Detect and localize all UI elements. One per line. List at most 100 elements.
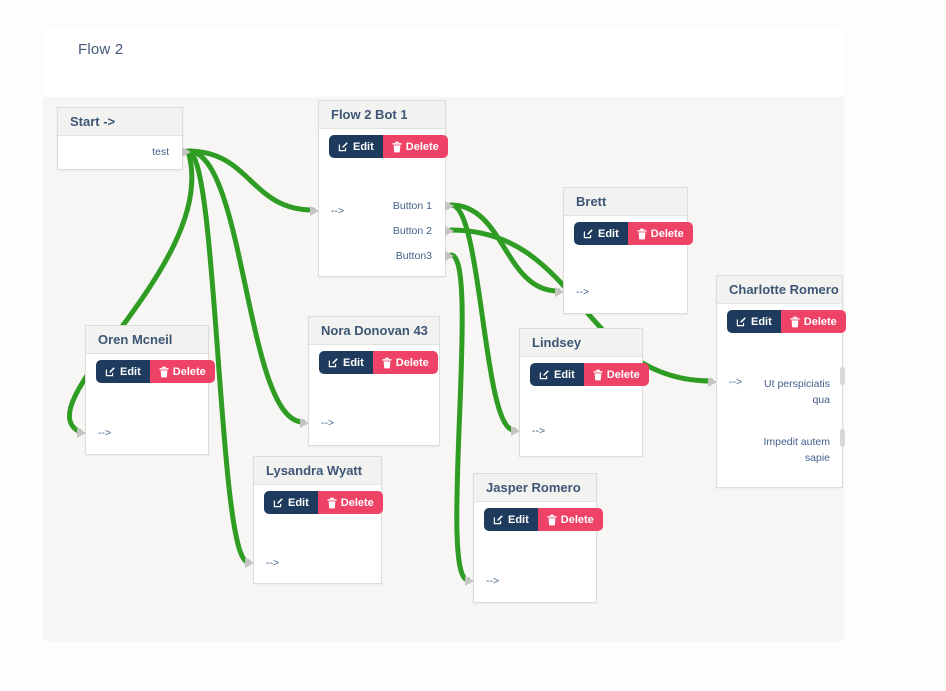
node-title: Flow 2 Bot 1 xyxy=(319,101,445,129)
node-actions: Edit Delete xyxy=(530,363,649,386)
output-port-label: Button3 xyxy=(395,250,432,262)
output-port-icon[interactable] xyxy=(445,226,454,236)
output-port-label: Button 1 xyxy=(392,200,432,212)
node-actions: Edit Delete xyxy=(264,491,383,514)
input-port-label: --> xyxy=(576,286,590,298)
input-port-label: --> xyxy=(98,427,112,439)
edge-start-nora[interactable] xyxy=(185,148,306,425)
edit-button-label: Edit xyxy=(353,140,374,153)
node-title: Brett xyxy=(564,188,687,216)
edit-button[interactable]: Edit xyxy=(319,351,373,374)
flow-title: Flow 2 xyxy=(78,41,124,58)
edit-pencil-icon xyxy=(273,498,283,508)
edit-button-label: Edit xyxy=(554,368,575,381)
edit-button-label: Edit xyxy=(343,356,364,369)
delete-button-label: Delete xyxy=(803,315,837,328)
node-actions: Edit Delete xyxy=(574,222,693,245)
edge-bot-lindsey[interactable] xyxy=(448,202,517,433)
input-port-label: --> xyxy=(266,557,280,569)
delete-button[interactable]: Delete xyxy=(317,491,383,514)
edit-button[interactable]: Edit xyxy=(530,363,584,386)
edit-pencil-icon xyxy=(583,229,593,239)
node-actions: Edit Delete xyxy=(727,310,846,333)
delete-button[interactable]: Delete xyxy=(382,135,448,158)
input-port-icon[interactable] xyxy=(300,418,309,428)
output-port-icon[interactable] xyxy=(445,251,454,261)
input-port-icon[interactable] xyxy=(245,558,254,568)
output-port-label: Impedit autem sapie xyxy=(763,436,830,464)
input-port-icon[interactable] xyxy=(465,576,474,586)
input-port-icon[interactable] xyxy=(77,428,86,438)
edit-button[interactable]: Edit xyxy=(329,135,383,158)
edit-button-label: Edit xyxy=(751,315,772,328)
edge-bot-jasper[interactable] xyxy=(448,252,471,583)
node-title: Lindsey xyxy=(520,329,642,357)
input-port-icon[interactable] xyxy=(708,377,717,387)
node-title: Charlotte Romero xyxy=(717,276,842,304)
output-port-icon[interactable] xyxy=(445,201,454,211)
output-port-icon[interactable] xyxy=(840,429,845,447)
edge-start-bot[interactable] xyxy=(185,148,316,213)
edit-button[interactable]: Edit xyxy=(484,508,538,531)
edit-button[interactable]: Edit xyxy=(574,222,628,245)
node-title: Jasper Romero xyxy=(474,474,596,502)
node-title: Start -> xyxy=(58,108,182,136)
delete-button[interactable]: Delete xyxy=(627,222,693,245)
edge-start-lysandra[interactable] xyxy=(185,148,251,565)
delete-button[interactable]: Delete xyxy=(372,351,438,374)
edit-button[interactable]: Edit xyxy=(264,491,318,514)
delete-button[interactable]: Delete xyxy=(780,310,846,333)
edit-pencil-icon xyxy=(736,317,746,327)
delete-trash-icon xyxy=(382,357,392,368)
input-port-icon[interactable] xyxy=(310,206,319,216)
delete-button-label: Delete xyxy=(172,365,206,378)
input-port-icon[interactable] xyxy=(511,426,520,436)
edit-button[interactable]: Edit xyxy=(96,360,150,383)
input-port-icon[interactable] xyxy=(555,287,564,297)
node-actions: Edit Delete xyxy=(484,508,603,531)
delete-button-label: Delete xyxy=(405,140,439,153)
output-port-label: Button 2 xyxy=(392,225,432,237)
edge-start-oren[interactable] xyxy=(67,148,195,435)
delete-button[interactable]: Delete xyxy=(149,360,215,383)
output-port-icon[interactable] xyxy=(840,367,845,385)
input-port-label: --> xyxy=(532,425,546,437)
delete-button-label: Delete xyxy=(560,513,594,526)
delete-trash-icon xyxy=(593,369,603,380)
edit-pencil-icon xyxy=(105,367,115,377)
edit-pencil-icon xyxy=(493,515,503,525)
delete-button[interactable]: Delete xyxy=(583,363,649,386)
flow-node-start[interactable]: Start ->test xyxy=(57,107,191,170)
delete-button-label: Delete xyxy=(606,368,640,381)
delete-button-label: Delete xyxy=(395,356,429,369)
delete-trash-icon xyxy=(547,514,557,525)
delete-trash-icon xyxy=(637,228,647,239)
node-actions: Edit Delete xyxy=(329,135,448,158)
edge-bot-brett[interactable] xyxy=(448,202,561,294)
delete-button[interactable]: Delete xyxy=(537,508,603,531)
edit-pencil-icon xyxy=(338,142,348,152)
output-port-label: Ut perspiciatis qua xyxy=(764,378,830,406)
delete-button-label: Delete xyxy=(340,496,374,509)
delete-trash-icon xyxy=(392,141,402,152)
node-title: Lysandra Wyatt xyxy=(254,457,381,485)
delete-button-label: Delete xyxy=(650,227,684,240)
input-port-label: --> xyxy=(321,417,335,429)
edit-button[interactable]: Edit xyxy=(727,310,781,333)
input-port-label: --> xyxy=(729,376,743,388)
delete-trash-icon xyxy=(159,366,169,377)
output-port-icon[interactable] xyxy=(182,147,191,157)
edit-button-label: Edit xyxy=(288,496,309,509)
edit-pencil-icon xyxy=(539,370,549,380)
delete-trash-icon xyxy=(790,316,800,327)
